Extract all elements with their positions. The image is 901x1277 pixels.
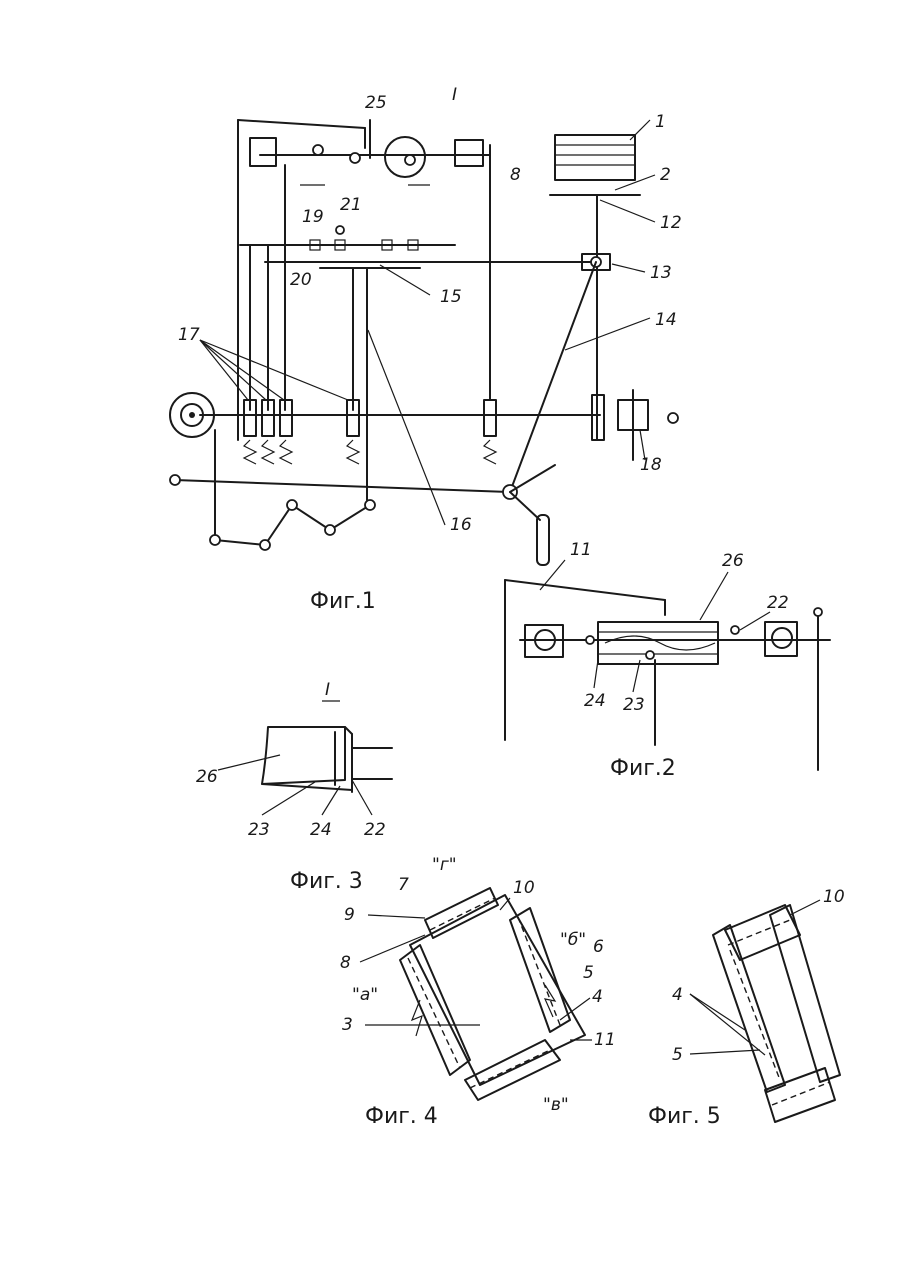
fig1-callouts: 1 2 12 13 14 8 25 I 19 21 20 15 17 16 18… <box>178 85 682 614</box>
fig5-callout-4: 4 <box>672 985 683 1005</box>
callout-12: 12 <box>660 213 682 233</box>
callout-21: 21 <box>340 195 362 215</box>
callout-8: 8 <box>510 165 521 185</box>
fig3-detail: I 26 23 24 22 Фиг. 3 <box>196 680 392 894</box>
fig4-callout-v: "в" <box>543 1095 569 1115</box>
fig4-callout-5: 5 <box>583 963 594 983</box>
fig3-callout-22: 22 <box>364 820 386 840</box>
fig5-caption: Фиг. 5 <box>648 1104 721 1129</box>
callout-2: 2 <box>660 165 671 185</box>
fig2-callout-23: 23 <box>623 695 645 715</box>
fig4-callout-6: 6 <box>593 937 604 957</box>
fig2-callout-26: 26 <box>722 551 744 571</box>
fig4-callout-a: "а" <box>352 985 378 1005</box>
fig4-callout-10: 10 <box>513 878 535 898</box>
fig2-callout-22: 22 <box>767 593 789 613</box>
fig4-blank: 7 "г" 10 9 "б" 6 8 5 "а" 4 3 11 "в" Фиг.… <box>340 855 616 1129</box>
fig1-caption: Фиг.1 <box>310 589 376 614</box>
fig2-detail: 11 26 22 24 23 Фиг.2 <box>505 540 830 781</box>
fig4-callout-8: 8 <box>340 953 351 973</box>
fig4-callout-7: 7 <box>398 875 409 895</box>
callout-18: 18 <box>640 455 662 475</box>
fig3-callout-23: 23 <box>248 820 270 840</box>
fig4-callout-9: 9 <box>344 905 355 925</box>
callout-25: 25 <box>365 93 387 113</box>
fig2-callout-24: 24 <box>584 691 606 711</box>
fig4-callout-b: "б" <box>560 930 586 950</box>
callout-1: 1 <box>655 112 666 132</box>
fig4-callout-11: 11 <box>594 1030 616 1050</box>
fig2-caption: Фиг.2 <box>610 756 676 781</box>
callout-19: 19 <box>302 207 324 227</box>
fig4-caption: Фиг. 4 <box>365 1104 438 1129</box>
fig5-folded-blank: 10 4 5 Фиг. 5 <box>648 887 845 1129</box>
fig3-callout-26: 26 <box>196 767 218 787</box>
fig2-callout-11: 11 <box>570 540 592 560</box>
fig4-callout-3: 3 <box>342 1015 353 1035</box>
fig1-mechanism <box>170 120 678 565</box>
fig3-title: I <box>325 680 330 700</box>
callout-17: 17 <box>178 325 200 345</box>
callout-I: I <box>452 85 457 105</box>
callout-13: 13 <box>650 263 672 283</box>
fig4-callout-g: "г" <box>432 855 457 875</box>
callout-15: 15 <box>440 287 462 307</box>
callout-16: 16 <box>450 515 472 535</box>
fig3-callout-24: 24 <box>310 820 332 840</box>
callout-14: 14 <box>655 310 677 330</box>
callout-20: 20 <box>290 270 312 290</box>
fig5-callout-5: 5 <box>672 1045 683 1065</box>
fig5-callout-10: 10 <box>823 887 845 907</box>
fig3-caption: Фиг. 3 <box>290 869 363 894</box>
fig4-callout-4: 4 <box>592 987 603 1007</box>
